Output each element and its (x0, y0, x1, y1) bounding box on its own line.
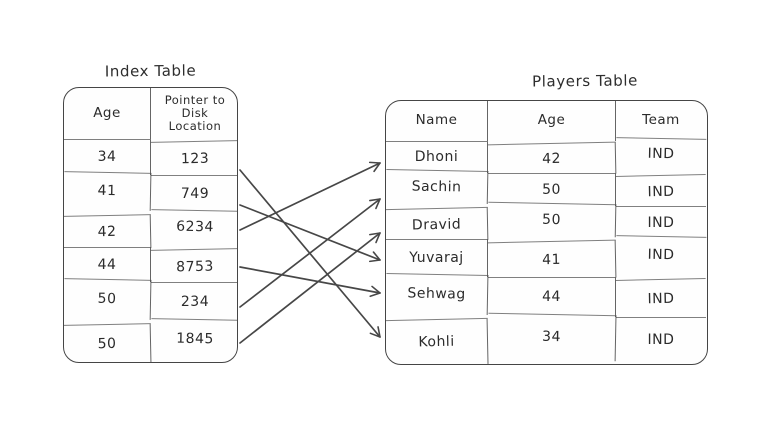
player-cell-team: IND (615, 278, 707, 320)
arrow-index0-to-player5 (239, 169, 381, 338)
player-cell-team: IND (615, 235, 707, 275)
player-header-team: Team (642, 112, 680, 129)
player-cell-name: Dhoni (386, 141, 488, 173)
player-cell-name: Sehwag (386, 273, 489, 315)
player-header-name: Name (386, 101, 488, 141)
index-cell-age: 44 (64, 247, 151, 282)
index-header-age: Age (64, 88, 151, 139)
index-cell-pointer: 234 (151, 282, 237, 322)
player-cell-name: Dravid (386, 206, 489, 243)
player-cell-team: IND (616, 206, 706, 239)
index-cell-pointer: 1845 (150, 318, 237, 359)
player-cell-age: 34 (487, 312, 617, 362)
index-cell-age: 50 (64, 323, 152, 362)
index-header-pointer: Pointer to Disk Location (164, 92, 226, 134)
players-table-title: Players Table (531, 71, 639, 91)
index-cell-pointer: 749 (151, 175, 237, 213)
arrow-index3-to-player4 (239, 266, 381, 298)
player-cell-team: IND (615, 137, 707, 171)
arrow-index1-to-player3 (239, 204, 381, 263)
player-cell-name: Yuvaraj (386, 239, 488, 277)
player-cell-team: IND (615, 174, 707, 209)
index-cell-pointer: 8753 (150, 248, 237, 285)
index-cell-age: 50 (64, 278, 152, 320)
player-header-age: Age (488, 101, 616, 141)
index-cell-age: 42 (64, 214, 152, 250)
player-cell-age: 41 (487, 239, 617, 281)
index-cell-pointer: 6234 (150, 209, 237, 245)
arrow-index5-to-player2 (239, 232, 381, 344)
index-cell-age: 41 (64, 171, 152, 211)
player-cell-age: 50 (487, 201, 617, 238)
index-cell-pointer: 123 (150, 140, 237, 178)
player-cell-age: 42 (487, 141, 617, 177)
arrow-index2-to-player0 (239, 161, 381, 231)
player-cell-age: 50 (488, 173, 616, 206)
arrow-index4-to-player1 (239, 198, 381, 308)
player-cell-age: 44 (488, 277, 616, 317)
player-cell-name: Kohli (386, 317, 489, 364)
index-table-title: Index Table (104, 61, 197, 81)
player-cell-name: Sachin (386, 169, 489, 204)
player-cell-team: IND (616, 317, 706, 363)
index-cell-age: 34 (64, 139, 151, 175)
